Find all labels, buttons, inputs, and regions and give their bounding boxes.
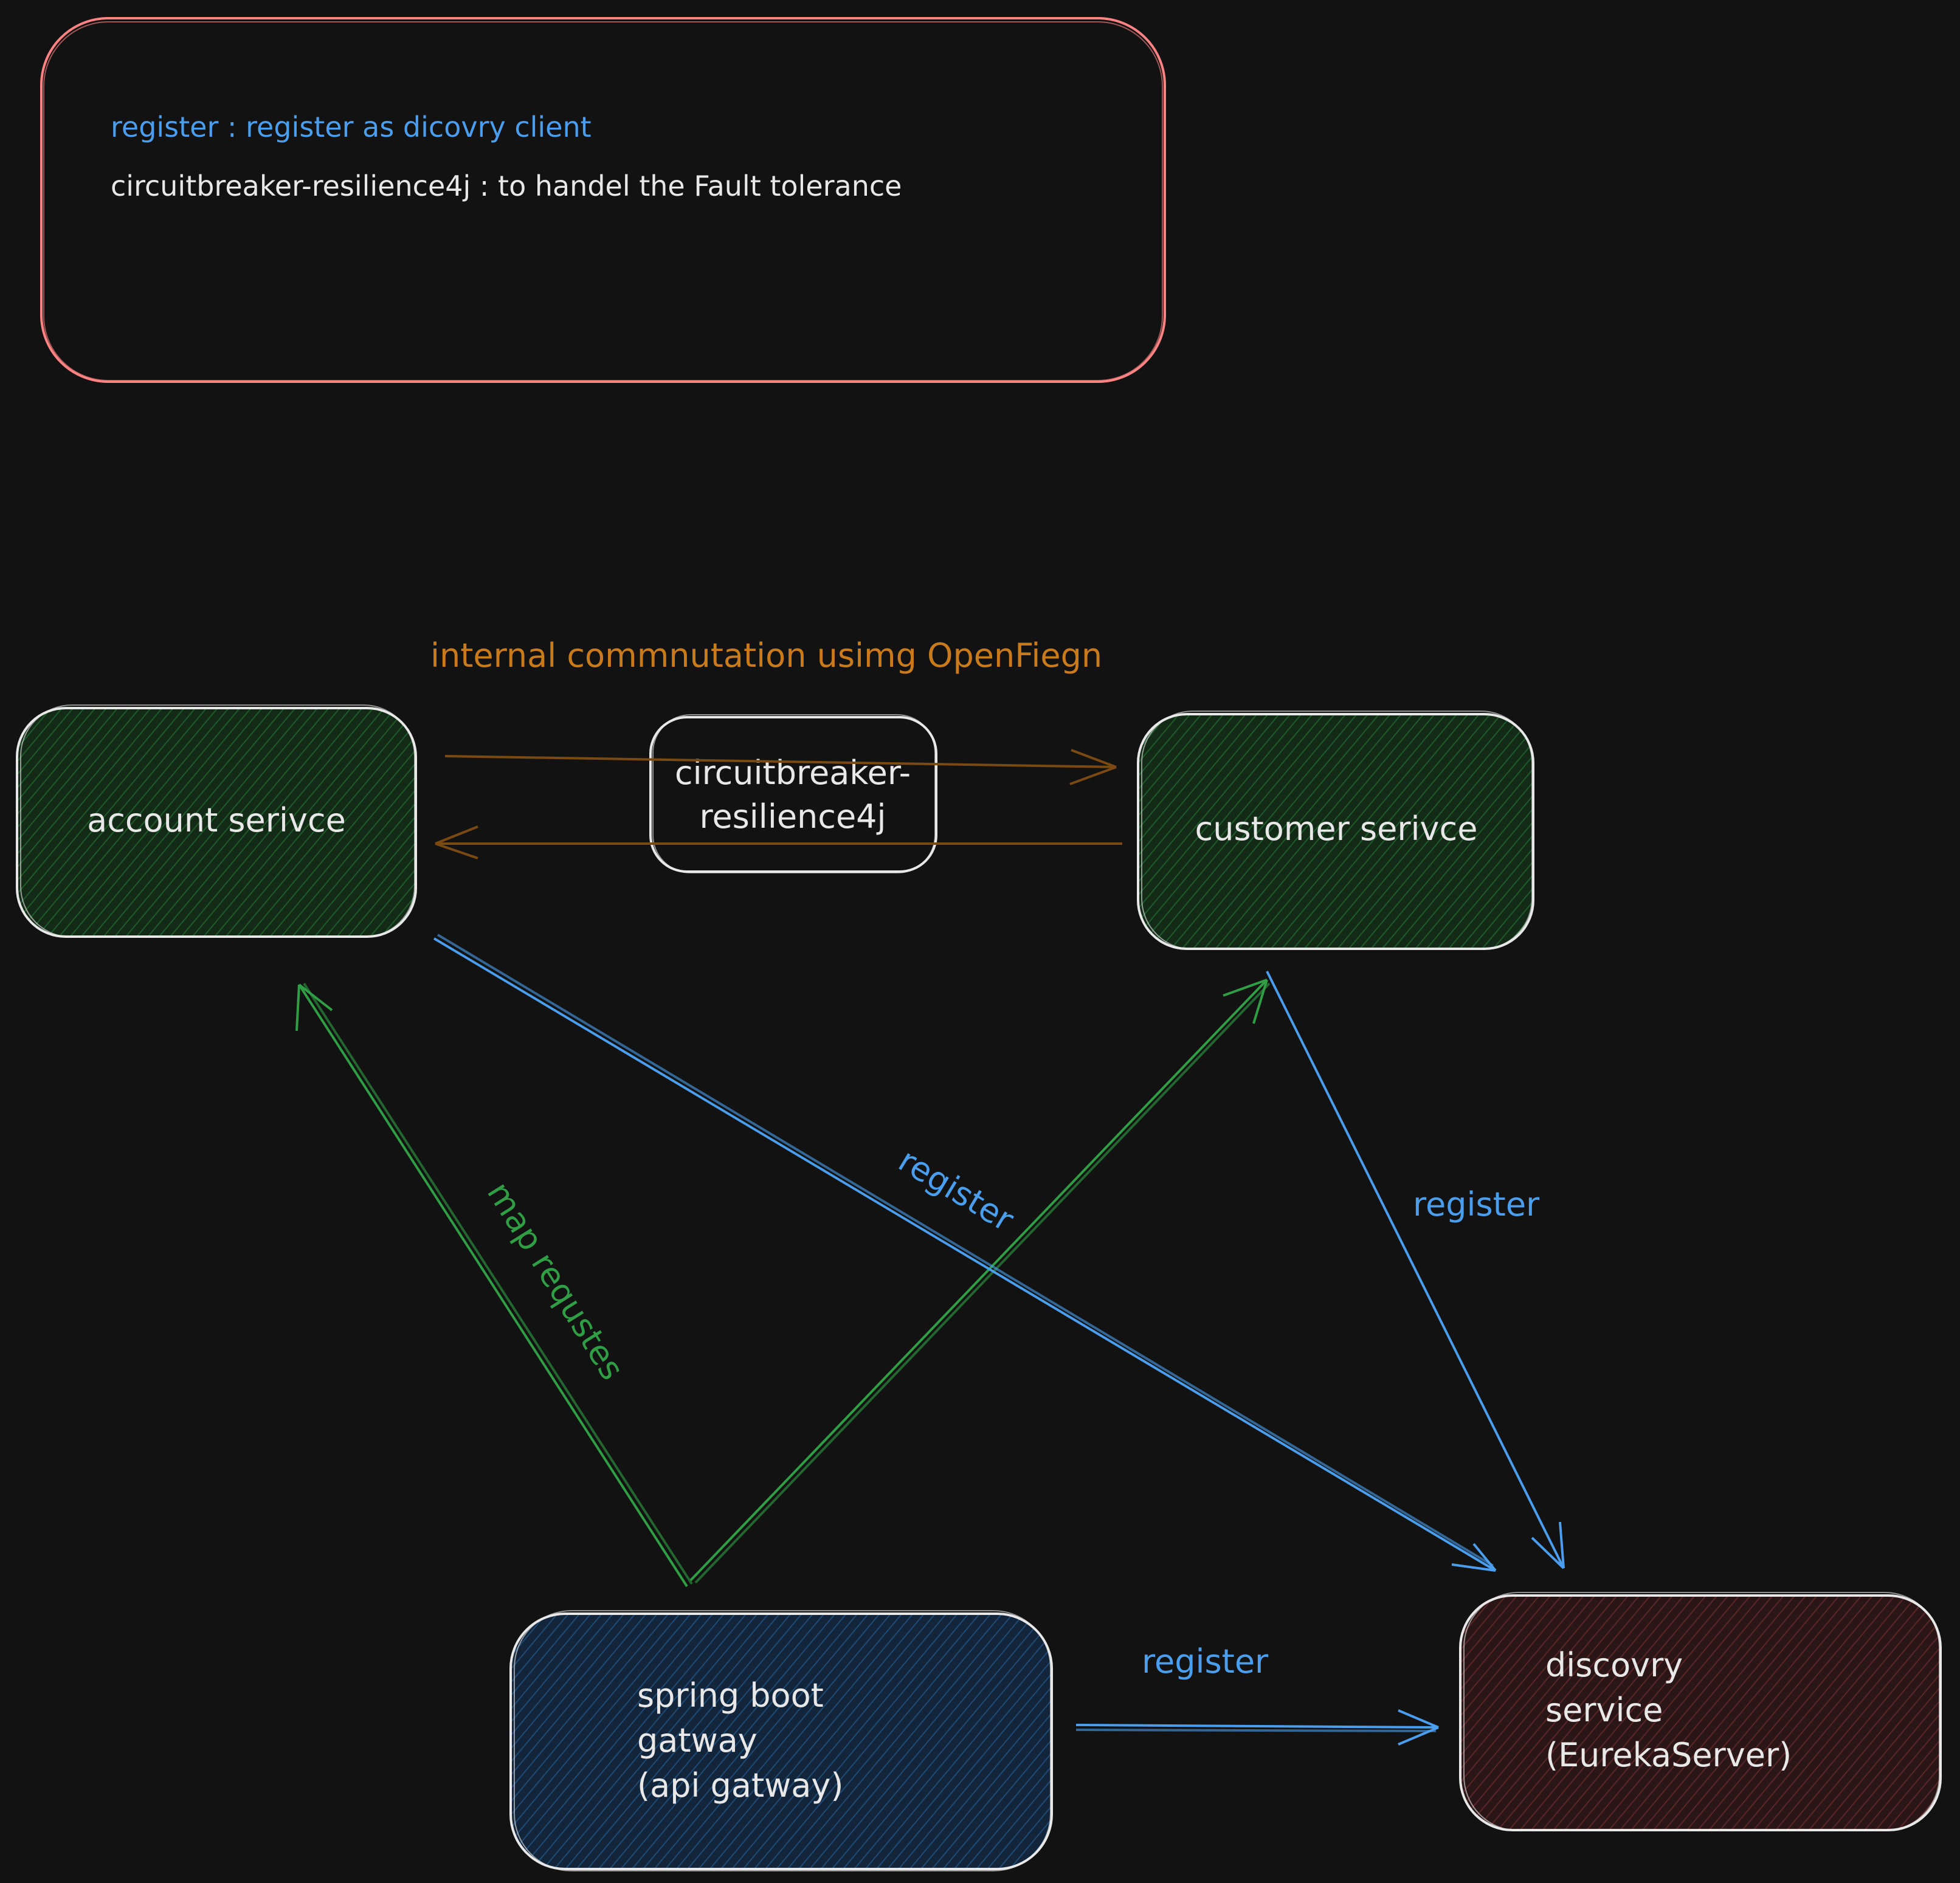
- circuitbreaker-box[interactable]: circuitbreaker- resilience4j: [649, 714, 937, 873]
- register-label-right: register: [1413, 1185, 1540, 1224]
- gateway-label-line1: spring boot: [637, 1676, 824, 1715]
- register-arrow-account: [433, 934, 1497, 1572]
- discovery-label-line3: (EurekaServer): [1545, 1736, 1792, 1774]
- internal-communication-label: internal commnutation usimg OpenFiegn: [430, 636, 1102, 675]
- map-requests-label: map requstes: [480, 1176, 632, 1387]
- map-requests-arrow-account: [295, 982, 693, 1588]
- circuitbreaker-label-line2: resilience4j: [699, 797, 886, 836]
- legend-box: register : register as dicovry client ci…: [40, 17, 1166, 383]
- discovery-service-box[interactable]: discovry service (EurekaServer): [1459, 1592, 1942, 1831]
- map-requests-arrow-customer: [689, 979, 1271, 1584]
- openfeign-arrow-forward: [444, 749, 1117, 785]
- openfeign-arrow-back: [435, 825, 1122, 859]
- gateway-box[interactable]: spring boot gatway (api gatway): [509, 1610, 1053, 1871]
- discovery-label-line1: discovry: [1545, 1646, 1683, 1684]
- register-arrow-customer: [1266, 971, 1565, 1569]
- legend-circuitbreaker-text: circuitbreaker-resilience4j : to handel …: [111, 170, 902, 202]
- register-label-diagonal: register: [892, 1141, 1021, 1239]
- register-label-bottom: register: [1142, 1642, 1269, 1681]
- register-arrow-gateway: [1075, 1709, 1439, 1746]
- discovery-label-line2: service: [1545, 1691, 1663, 1729]
- customer-service-label: customer serivce: [1195, 810, 1478, 848]
- gateway-label-line2: gatway: [637, 1721, 757, 1760]
- account-service-label: account serivce: [87, 801, 346, 839]
- legend-register-text: register : register as dicovry client: [111, 111, 592, 143]
- account-service-box[interactable]: account serivce: [16, 704, 417, 938]
- gateway-label-line3: (api gatway): [637, 1766, 843, 1805]
- customer-service-box[interactable]: customer serivce: [1137, 711, 1534, 950]
